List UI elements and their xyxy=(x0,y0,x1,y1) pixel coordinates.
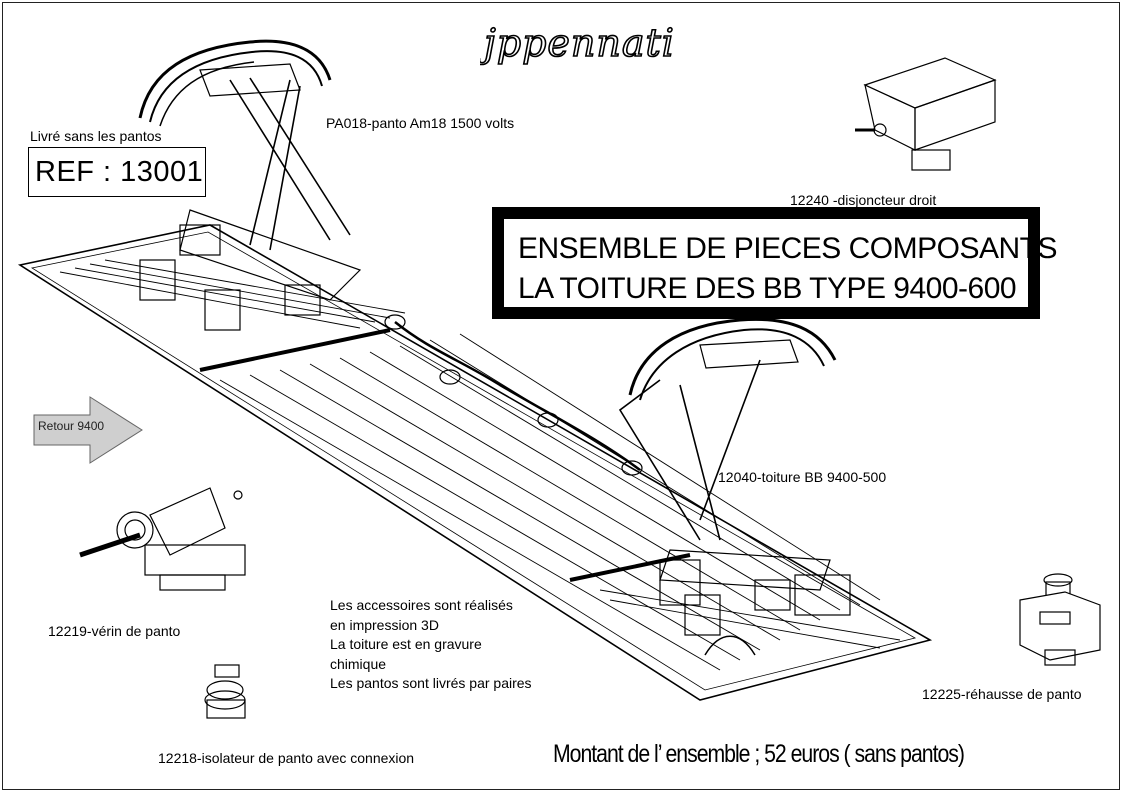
roof-drawing xyxy=(17,224,933,701)
pantograph-top xyxy=(138,39,362,331)
description-line-5: Les pantos sont livrés par paires xyxy=(330,675,532,691)
description: Les accessoires sont réalisés en impress… xyxy=(330,596,532,694)
retour-label: Retour 9400 xyxy=(38,419,105,433)
reference-number: REF : 13001 xyxy=(28,147,206,197)
retour-button[interactable]: Retour 9400 xyxy=(32,395,147,465)
description-line-2: en impression 3D xyxy=(330,616,439,633)
toiture-label: 12040-toiture BB 9400-500 xyxy=(718,469,887,485)
title-box: ENSEMBLE DE PIECES COMPOSANTS LA TOITURE… xyxy=(492,207,1057,319)
disjoncteur-label: 12240 -disjoncteur droit xyxy=(790,192,937,208)
brand-logo: jppennati xyxy=(480,20,675,66)
rehausse-drawing xyxy=(1019,573,1101,666)
panto-am18-label: PA018-panto Am18 1500 volts xyxy=(326,115,515,131)
price-text: Montant de l’ ensemble ; 52 euros ( sans… xyxy=(553,740,965,768)
svg-text:jppennati: jppennati xyxy=(480,21,675,65)
rehausse-label: 12225-réhausse de panto xyxy=(922,686,1082,702)
roof-insulators xyxy=(384,314,643,476)
title-line-2: LA TOITURE DES BB TYPE 9400-600 xyxy=(518,272,1017,305)
title-line-1: ENSEMBLE DE PIECES COMPOSANTS xyxy=(518,232,1057,265)
description-line-1: Les accessoires sont réalisés xyxy=(330,597,513,613)
arrow-right-icon xyxy=(33,396,143,464)
pantograph-bottom xyxy=(618,317,851,656)
delivered-without-label: Livré sans les pantos xyxy=(30,128,162,144)
disjoncteur-drawing xyxy=(855,57,997,171)
verin-label: 12219-vérin de panto xyxy=(48,623,181,639)
isolateur-drawing xyxy=(204,664,246,719)
isolateur-label: 12218-isolateur de panto avec connexion xyxy=(158,750,415,766)
description-line-3: La toiture est en gravure xyxy=(330,636,482,652)
verin-drawing xyxy=(79,487,246,591)
description-line-4: chimique xyxy=(330,655,387,672)
